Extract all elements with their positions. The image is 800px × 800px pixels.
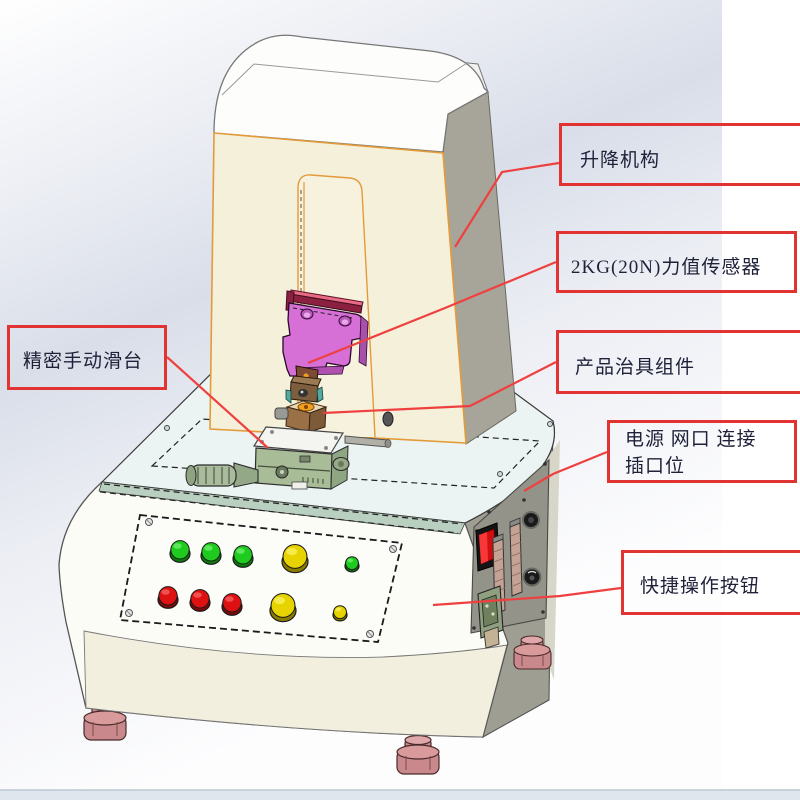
callout-quick-buttons: 快捷操作按钮 xyxy=(621,550,800,615)
control-panel xyxy=(118,514,404,643)
page-margin xyxy=(722,0,800,791)
deck-band-dashed-top xyxy=(103,483,463,525)
callout-lifting-mechanism: 升降机构 xyxy=(559,123,800,186)
leader-ports xyxy=(523,450,608,492)
green-button-small xyxy=(344,556,360,573)
round-port-1 xyxy=(522,511,540,529)
callout-lifting-text: 升降机构 xyxy=(580,150,661,171)
bottom-band xyxy=(0,790,800,800)
callout-ports-line1: 电源 网口 连接 xyxy=(625,429,757,450)
round-port-2 xyxy=(522,567,542,587)
callout-ports-line2: 插口位 xyxy=(625,456,686,477)
leader-slide xyxy=(166,356,269,449)
red-button-1 xyxy=(157,586,179,609)
green-button-1 xyxy=(169,540,191,563)
callout-ports: 电源 网口 连接 插口位 xyxy=(607,420,797,483)
tower-cap-chamfer-lines xyxy=(221,62,468,96)
red-button-2 xyxy=(189,589,211,612)
deck-band-dashed-bottom xyxy=(99,491,459,534)
green-button-3 xyxy=(232,545,254,568)
callout-slide-text: 精密手动滑台 xyxy=(23,351,144,372)
tower-base-stud xyxy=(382,411,394,427)
callout-sensor-text: 2KG(20N)力值传感器 xyxy=(571,257,762,278)
red-button-3 xyxy=(221,593,243,616)
connector-panel xyxy=(470,458,550,649)
control-panel-buttons xyxy=(157,540,360,623)
deck-plate-dashed-outline xyxy=(150,418,542,489)
force-sensor-block xyxy=(285,375,324,404)
product-fixture-block xyxy=(274,400,328,433)
yellow-button-small xyxy=(332,605,348,622)
green-button-2 xyxy=(200,542,222,565)
callout-fixture-text: 产品治具组件 xyxy=(575,357,696,378)
tower-cap xyxy=(213,34,490,153)
leveling-foot-front xyxy=(396,734,440,775)
callout-product-fixture: 产品治具组件 xyxy=(556,330,800,394)
leader-lifting xyxy=(454,161,560,248)
callout-force-sensor: 2KG(20N)力值传感器 xyxy=(556,231,797,293)
callout-quick-text: 快捷操作按钮 xyxy=(640,576,761,597)
slot-connector-2 xyxy=(509,517,523,597)
leader-fixture xyxy=(322,361,557,415)
deck-front-band xyxy=(98,481,466,535)
leader-lines xyxy=(166,161,622,607)
base-skirt xyxy=(83,630,508,738)
yellow-button-large-1 xyxy=(281,543,309,574)
leader-sensor xyxy=(307,260,557,365)
callout-manual-slide: 精密手动滑台 xyxy=(7,325,167,390)
yellow-button-large-2 xyxy=(269,592,297,623)
leader-quick xyxy=(432,586,622,607)
leveling-foot-right xyxy=(513,635,552,670)
slide-table xyxy=(185,426,392,490)
green-connector xyxy=(477,585,504,649)
